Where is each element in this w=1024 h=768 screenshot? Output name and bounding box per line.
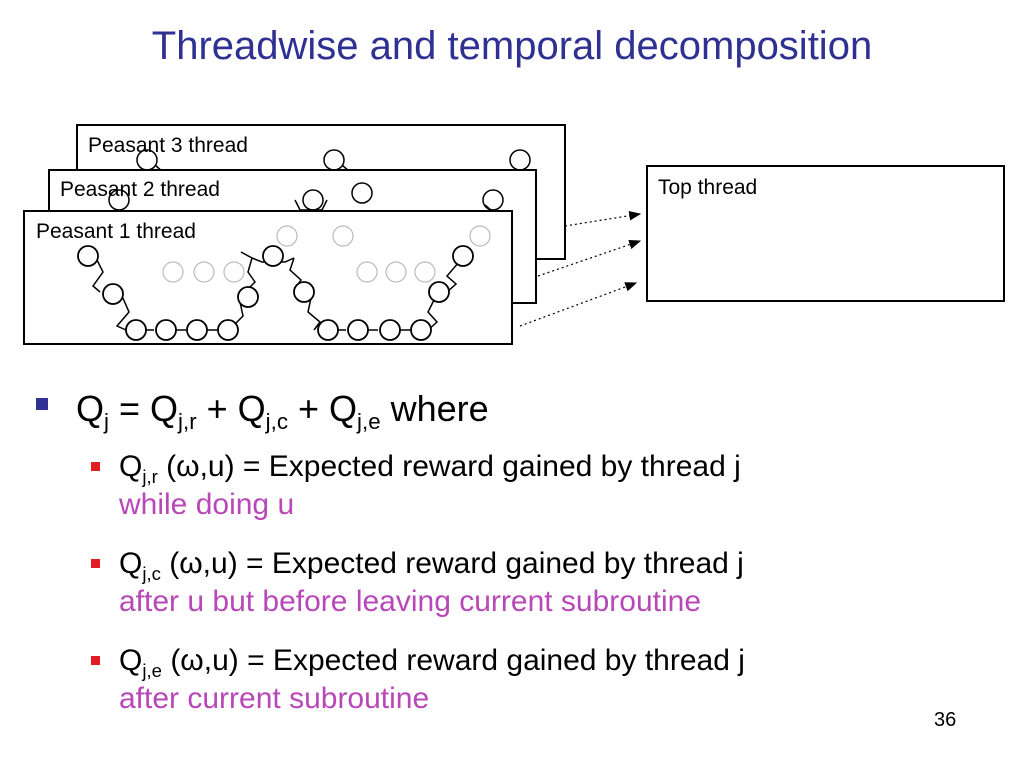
sub-item-continuation: after u but before leaving current subro… bbox=[119, 585, 702, 618]
bullet-marker bbox=[36, 398, 48, 410]
slide-title: Threadwise and temporal decomposition bbox=[151, 24, 873, 68]
sub-item-text: Qj,e (ω,u) = Expected reward gained by t… bbox=[119, 644, 745, 682]
peasant-1-frame bbox=[23, 210, 513, 345]
arrow-peasant-1 bbox=[519, 282, 638, 327]
sub-bullet-marker bbox=[91, 462, 100, 471]
sub-item-text: Qj,r (ω,u) = Expected reward gained by t… bbox=[119, 450, 741, 488]
peasant-3-label: Peasant 3 thread bbox=[88, 134, 248, 157]
top-thread-label: Top thread bbox=[658, 176, 758, 199]
peasant-2-label: Peasant 2 thread bbox=[60, 178, 220, 201]
equation-line: Qj = Qj,r + Qj,c + Qj,e where bbox=[76, 388, 489, 435]
sub-item-continuation: while doing u bbox=[119, 488, 295, 521]
sub-bullet-marker bbox=[91, 559, 100, 568]
sub-item-text: Qj,c (ω,u) = Expected reward gained by t… bbox=[119, 547, 744, 585]
peasant-1-label: Peasant 1 thread bbox=[36, 220, 196, 243]
thread-diagram bbox=[23, 124, 1005, 345]
sub-bullet-marker bbox=[91, 656, 100, 665]
top-thread-box bbox=[646, 165, 1005, 302]
sub-item-continuation: after current subroutine bbox=[119, 682, 430, 715]
arrow-peasant-3 bbox=[564, 210, 642, 227]
page-number: 36 bbox=[934, 709, 957, 731]
